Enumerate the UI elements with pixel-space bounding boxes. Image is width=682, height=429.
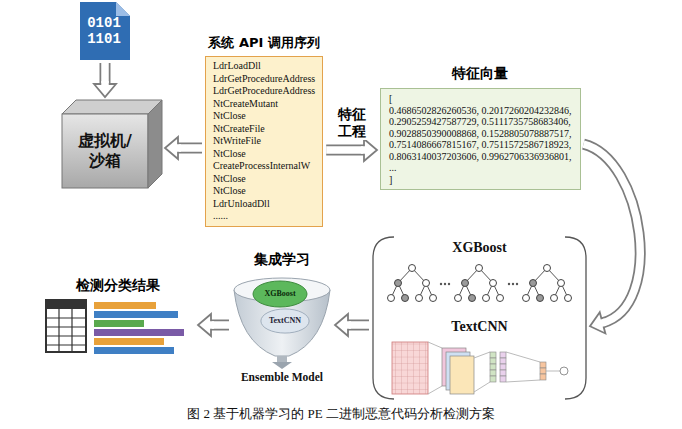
model-ellipse	[253, 281, 307, 307]
vector-line: [	[389, 93, 572, 105]
box-heading: 检测分类结果	[40, 276, 195, 294]
arrow-join	[176, 144, 181, 152]
arrow-shaft-fill	[101, 63, 109, 84]
arrow-join	[209, 321, 214, 329]
tree-icon	[523, 265, 572, 302]
api-call: NtClose	[213, 173, 315, 186]
funnel-spout	[277, 356, 287, 362]
api-call: CreateProcessInternalW	[213, 160, 315, 173]
vector-line: 0.7514086667815167, 0.7511572586718923,	[389, 139, 572, 151]
api-call: LdrLoadDll	[213, 60, 315, 73]
arrow-join	[101, 81, 109, 86]
file-fold	[116, 2, 130, 16]
file-body	[80, 2, 130, 60]
bracket-right	[565, 237, 586, 399]
vector-line: 0.9028850390008868, 0.1528805078887517,	[389, 128, 572, 140]
hollow-arrow	[165, 137, 202, 159]
hollow-arrow	[198, 314, 229, 336]
bracket-left	[373, 237, 394, 399]
hollow-arrow	[326, 139, 377, 161]
box-heading: 系统 API 调用序列	[208, 34, 319, 52]
vector-line: 0.2905259427587729, 0.5111735758683406,	[389, 116, 572, 128]
arrow-shaft-fill	[584, 144, 641, 323]
hollow-arrow	[94, 63, 116, 97]
arrow-join	[361, 146, 366, 154]
api-call: NtCreateFile	[213, 123, 315, 136]
vector-line: 0.8063140037203606, 0.9962706336936801,	[389, 151, 572, 163]
arrow-shaft-fill	[348, 321, 369, 329]
vector-line: ...	[389, 162, 572, 174]
box-top	[62, 100, 162, 114]
xgboost-ellipse: XGBoost	[252, 280, 308, 308]
box-side	[148, 100, 162, 188]
arrow-shaft-fill	[326, 146, 364, 154]
api-call: NtClose	[213, 110, 315, 123]
box-heading: 特征向量	[452, 64, 508, 82]
tree-icon	[388, 265, 437, 302]
api-call: NtCreateMutant	[213, 98, 315, 111]
arrow-shaft-outline	[178, 143, 202, 154]
vector-line: ]	[389, 174, 572, 186]
sandbox-label: 虚拟机/ 沙箱	[62, 114, 148, 188]
node-outline	[372, 236, 587, 400]
vector-line: 0.4686502826260536, 0.2017260204232846,	[389, 105, 572, 117]
arrow-shaft-outline	[348, 320, 369, 331]
arrow-join	[346, 321, 351, 329]
file-icon: 0101 1101	[80, 2, 130, 60]
api-call: LdrGetProcedureAddress	[213, 73, 315, 86]
ellipsis-dots	[440, 283, 518, 285]
box-heading: 集成学习	[222, 250, 342, 268]
model-heading: XGBoost	[372, 239, 587, 256]
hollow-arrow	[584, 144, 641, 333]
funnel-arrow	[272, 362, 292, 369]
result-group: 检测分类结果	[40, 276, 195, 358]
binary-digits: 0101 1101	[84, 15, 124, 47]
result-table-icon	[46, 300, 86, 352]
api-call: ......	[213, 210, 315, 223]
tree-icon	[455, 265, 504, 302]
ensemble-label: Ensemble Model	[224, 370, 340, 384]
arrow-shaft-outline	[584, 144, 641, 323]
api-call: NtClose	[213, 148, 315, 161]
api-call: LdrGetProcedureAddress	[213, 85, 315, 98]
box-front	[62, 114, 148, 188]
model-region: XGBoostTextCNN	[372, 236, 587, 400]
api-call: LdrUnloadDll	[213, 198, 315, 211]
textcnn-ellipse: TextCNN	[260, 308, 310, 334]
arrow-shaft-fill	[178, 144, 202, 152]
arrow-shaft-outline	[100, 63, 111, 84]
model-heading: TextCNN	[372, 318, 587, 335]
feature-vector-box: 特征向量[0.4686502826260536, 0.2017260204232…	[380, 88, 581, 190]
cnn-illustration	[392, 342, 568, 394]
arrow-join	[601, 322, 606, 323]
api-call: NtWriteFile	[213, 135, 315, 148]
api-sequence-box: 系统 API 调用序列LdrLoadDllLdrGetProcedureAddr…	[205, 56, 323, 227]
model-label: XGBoost	[252, 280, 308, 308]
figure-caption: 图 2 基于机器学习的 PE 二进制恶意代码分析检测方案	[0, 405, 682, 423]
arrow-head	[590, 312, 605, 333]
api-call: NtClose	[213, 185, 315, 198]
arrow-shaft-outline	[326, 145, 364, 156]
model-ellipse	[261, 309, 309, 333]
hollow-arrow	[335, 314, 369, 336]
sandbox-box: 虚拟机/ 沙箱	[62, 100, 162, 188]
result-bars	[94, 302, 184, 354]
ensemble-funnel: 集成学习Ensemble ModelXGBoostTextCNN	[232, 250, 332, 385]
edge-label: 特征 工程	[336, 106, 368, 140]
model-label: TextCNN	[260, 308, 310, 334]
